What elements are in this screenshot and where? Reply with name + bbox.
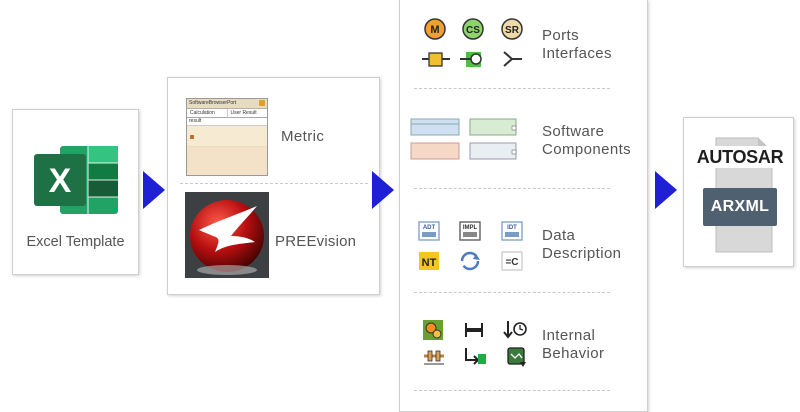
data-type-icons: ADT IMPL IDT NT =C [418, 221, 523, 271]
arxml-badge: ARXML [703, 188, 777, 226]
mode-switch-icon [507, 347, 526, 367]
preevision-logo-icon [185, 192, 269, 278]
metric-label: Metric [281, 128, 325, 145]
autosar-logo: AUTOSAR [691, 146, 789, 168]
autosar-output-box: AUTOSAR ARXML [683, 117, 794, 267]
svg-text:M: M [430, 24, 439, 36]
svg-text:CS: CS [466, 25, 480, 36]
divider [414, 88, 610, 89]
metric-screenshot: SoftwareBrowserPort Calculation User Res… [186, 98, 268, 176]
sync-icon [460, 251, 480, 271]
software-components-label: Software Components [542, 123, 632, 158]
metric-window-title: SoftwareBrowserPort [187, 99, 267, 109]
svg-text:NT: NT [422, 257, 437, 269]
excel-template-box: X Excel Template [12, 109, 139, 275]
tree-node-icon [190, 135, 194, 139]
excel-logo-letter: X [49, 162, 72, 200]
connector-icon [503, 51, 522, 67]
svg-text:IMPL: IMPL [463, 225, 478, 231]
excel-icon: X [34, 146, 118, 214]
runnable-icon [423, 320, 443, 340]
divider [414, 390, 610, 391]
application-data-type-icon: ADT [418, 221, 440, 241]
ports-interfaces-label: Ports Interfaces [542, 27, 612, 62]
metric-header-a: Calculation [190, 110, 215, 116]
preevision-label: PREEvision [275, 233, 357, 250]
tools-box: SoftwareBrowserPort Calculation User Res… [167, 77, 380, 295]
required-port-icon [460, 52, 482, 67]
flow-arrow-1 [143, 171, 165, 209]
divider [180, 183, 368, 184]
metric-row: result [187, 118, 267, 126]
flow-arrow-2 [372, 171, 394, 209]
excel-template-label: Excel Template [26, 234, 125, 250]
event-trigger-icon [465, 348, 486, 365]
client-server-port-icon: CS [462, 18, 484, 40]
constant-icon: =C [501, 251, 523, 271]
svg-text:SR: SR [505, 25, 520, 36]
svg-text:ADT: ADT [423, 225, 436, 231]
port-icons: M CS SR [422, 18, 523, 67]
internal-behavior-label: Internal Behavior [542, 327, 605, 362]
behavior-icons [423, 320, 527, 367]
software-component-thumbnails [410, 118, 517, 160]
divider [414, 292, 610, 293]
flow-arrow-3 [655, 171, 677, 209]
window-control-icon [259, 100, 265, 106]
timing-event-icon [503, 321, 527, 339]
data-description-label: Data Description [542, 227, 622, 262]
interface-data-type-icon: IDT [501, 221, 523, 241]
provided-port-icon [422, 52, 450, 67]
native-type-icon: NT [419, 252, 439, 270]
metric-header-b: User Result [226, 109, 268, 117]
sender-receiver-port-icon: SR [501, 18, 523, 40]
data-access-icon [424, 350, 444, 365]
implementation-data-type-icon: IMPL [459, 221, 481, 241]
svg-text:=C: =C [505, 257, 518, 268]
exclusive-area-icon [465, 323, 483, 337]
svg-text:IDT: IDT [507, 225, 517, 231]
divider [414, 188, 610, 189]
aspects-box: M CS SR Ports Interfaces [399, 0, 648, 412]
mode-port-icon: M [424, 18, 446, 40]
